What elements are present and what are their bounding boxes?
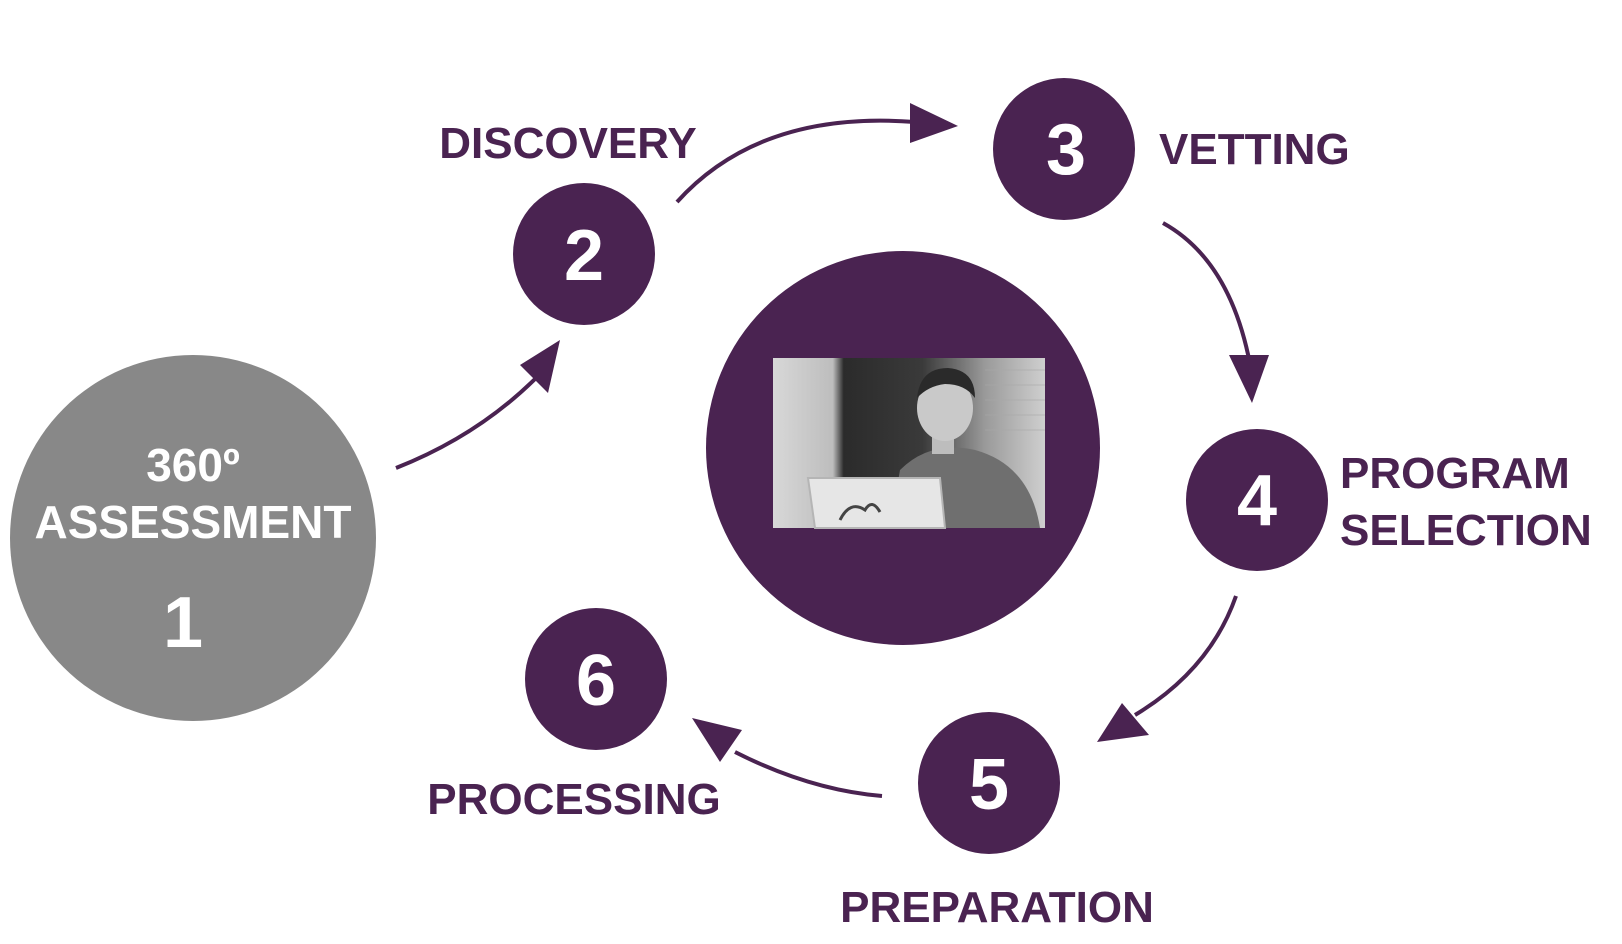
- step-5-preparation: 5 PREPARATION: [840, 712, 1154, 932]
- step-2-number: 2: [564, 216, 604, 296]
- step-6-circle: [525, 608, 667, 750]
- step-4-program-selection: 4 PROGRAM SELECTION: [1186, 429, 1592, 571]
- step-3-circle: [993, 78, 1135, 220]
- step-6-label: PROCESSING: [427, 775, 720, 824]
- step-5-number: 5: [969, 745, 1009, 825]
- step-3-number: 3: [1046, 110, 1086, 190]
- arrow-5-to-6: [692, 718, 883, 798]
- step-3-vetting: 3 VETTING: [993, 78, 1350, 220]
- step-6-number: 6: [576, 641, 616, 721]
- start-line1: 360º: [146, 439, 240, 491]
- step-4-number: 4: [1237, 461, 1277, 541]
- step-5-circle: [918, 712, 1060, 854]
- step-2-label: DISCOVERY: [439, 119, 697, 168]
- step-4-label-line1: PROGRAM: [1340, 449, 1570, 498]
- step-4-circle: [1186, 429, 1328, 571]
- man-working-on-laptop-photo: [773, 358, 1045, 529]
- step-2-circle: [513, 183, 655, 325]
- arrow-1-to-2: [395, 340, 560, 470]
- start-node-360-assessment: 360º ASSESSMENT 1: [10, 355, 376, 721]
- arrow-4-to-5: [1097, 595, 1238, 742]
- step-3-label: VETTING: [1159, 125, 1350, 174]
- start-line2: ASSESSMENT: [35, 496, 352, 548]
- center-photo-node: [706, 251, 1100, 645]
- step-6-processing: 6 PROCESSING: [427, 608, 721, 824]
- step-5-label: PREPARATION: [840, 883, 1154, 932]
- start-circle: [10, 355, 376, 721]
- arrow-2-to-3: [675, 103, 958, 204]
- step-4-label-line2: SELECTION: [1340, 506, 1592, 555]
- arrow-3-to-4: [1162, 221, 1269, 403]
- step-2-discovery: 2 DISCOVERY: [439, 119, 697, 325]
- start-number: 1: [163, 583, 203, 663]
